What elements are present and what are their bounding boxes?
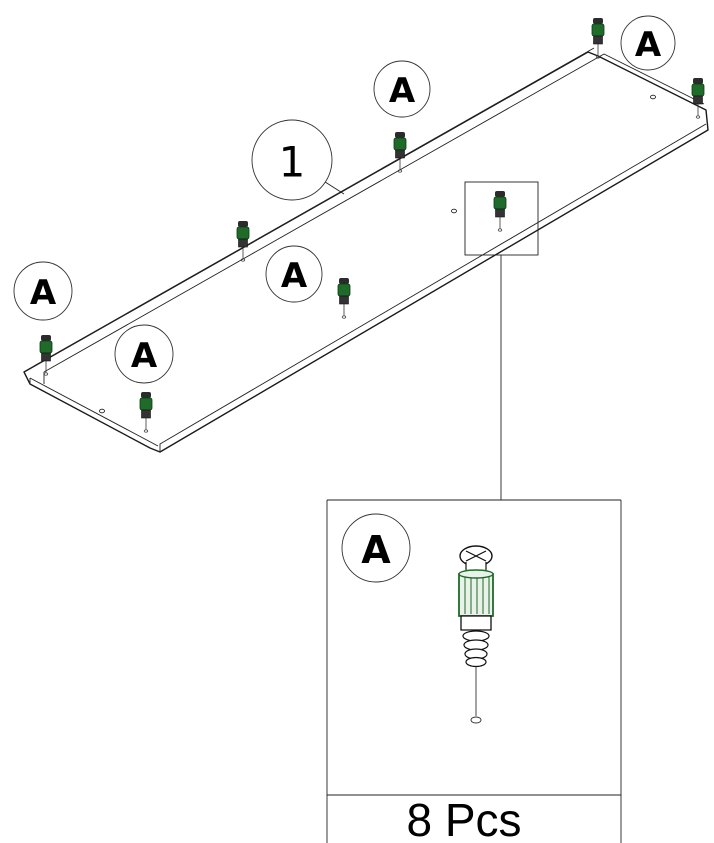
zoom-indicator bbox=[464, 181, 539, 500]
cam-dowel-icon bbox=[458, 545, 494, 724]
cam-dowel-icon bbox=[393, 131, 407, 173]
label-a: A bbox=[281, 256, 308, 296]
label-a: A bbox=[361, 528, 391, 572]
cam-dowel-icon bbox=[337, 277, 351, 319]
quantity-label: 8 Pcs bbox=[406, 794, 521, 843]
cam-dowel-icon bbox=[691, 77, 705, 119]
part-number-bubble: 1 bbox=[251, 119, 345, 201]
label-bubble-a: A bbox=[620, 15, 676, 71]
cam-dowel-icon bbox=[493, 190, 507, 232]
cam-dowel-icon bbox=[591, 17, 605, 59]
label-a: A bbox=[635, 25, 662, 65]
label-bubble-a: A bbox=[13, 261, 73, 321]
panel-part-1 bbox=[23, 47, 709, 453]
label-a: A bbox=[30, 273, 57, 313]
label-bubble-a: A bbox=[114, 324, 174, 384]
detail-box: A 8 Pc bbox=[326, 499, 622, 843]
cam-dowel-icon bbox=[236, 220, 250, 262]
cam-dowel-icon bbox=[139, 391, 153, 433]
part-number: 1 bbox=[279, 138, 306, 187]
label-bubble-a: A bbox=[341, 513, 411, 583]
label-a: A bbox=[131, 336, 158, 376]
label-bubble-a: A bbox=[373, 60, 431, 118]
label-a: A bbox=[389, 71, 416, 111]
cam-dowel-icon bbox=[39, 334, 53, 376]
label-bubble-a: A bbox=[265, 245, 323, 303]
